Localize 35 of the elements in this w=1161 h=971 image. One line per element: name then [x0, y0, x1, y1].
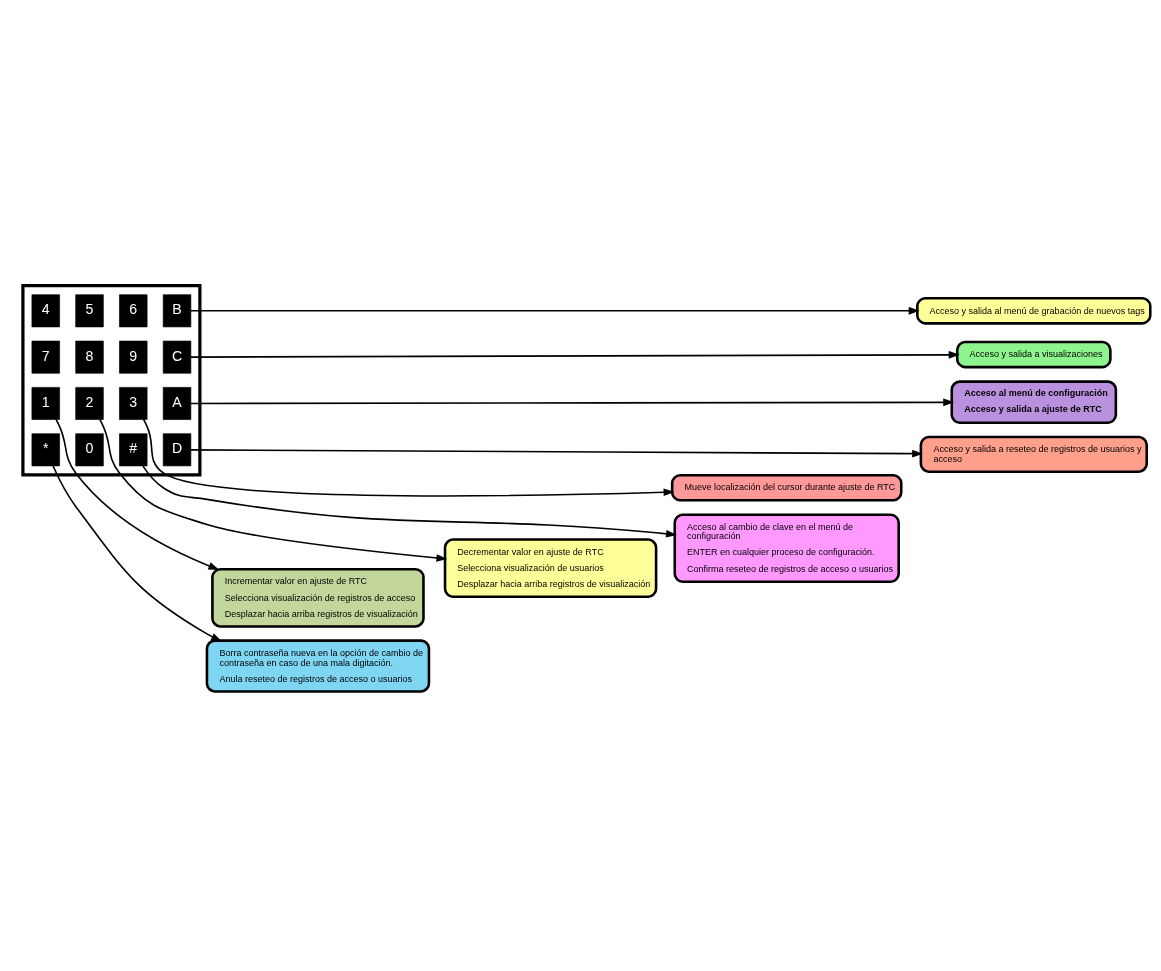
arrow	[142, 464, 678, 538]
cluster	[21, 283, 202, 476]
node-box: 3	[119, 386, 148, 420]
node-box: B	[162, 293, 192, 327]
node-box: 6	[119, 293, 148, 327]
node-box: Incrementar valor en ajuste de RTC Selecciona visualización de registros de acceso Desplazar hacia arriba registros de visualización	[211, 567, 425, 628]
node-box: 7	[31, 340, 60, 374]
node-box: A	[162, 386, 192, 420]
node-box: 8	[75, 340, 104, 374]
arrow	[52, 464, 223, 642]
node-box: #	[119, 432, 148, 466]
arrow	[55, 418, 220, 570]
node-box: Acceso al cambio de clave en el menú de configuración ENTER en cualquier proceso de configuración. Confirma reseteo de registros de acceso o usuarios	[673, 513, 900, 583]
arrow	[99, 418, 448, 562]
arrow	[190, 448, 924, 457]
node-box: Acceso al menú de configuración Acceso y salida a ajuste de RTC	[950, 379, 1118, 424]
node-box: Mueve localización del cursor durante ajuste de RTC	[670, 473, 903, 502]
node-box: Acceso y salida al menú de grabación de nuevos tags	[916, 296, 1152, 325]
arrow	[190, 306, 920, 315]
arrow	[190, 350, 960, 359]
node-box: 2	[75, 386, 104, 420]
arrow	[142, 418, 675, 497]
node-box: 0	[75, 432, 104, 466]
arrow	[190, 398, 955, 406]
node-box: D	[162, 432, 192, 466]
node-box: 4	[31, 293, 60, 327]
node-box: Acceso y salida a visualizaciones	[955, 340, 1112, 368]
node-box: 1	[31, 386, 60, 420]
node-box: Decrementar valor en ajuste de RTC Selecciona visualización de usuarios Desplazar hacia arriba registros de visualización	[443, 537, 658, 598]
node-box: 5	[75, 293, 104, 327]
node-box: C	[162, 340, 192, 374]
node-box: Borra contraseña nueva en la opción de cambio de contraseña en caso de una mala digitación. Anula reseteo de registros de acceso o usuarios	[205, 638, 431, 693]
node-box: Acceso y salida a reseteo de registros de usuarios y acceso	[919, 435, 1149, 473]
node-box: 9	[119, 340, 148, 374]
node-box: *	[31, 432, 60, 466]
